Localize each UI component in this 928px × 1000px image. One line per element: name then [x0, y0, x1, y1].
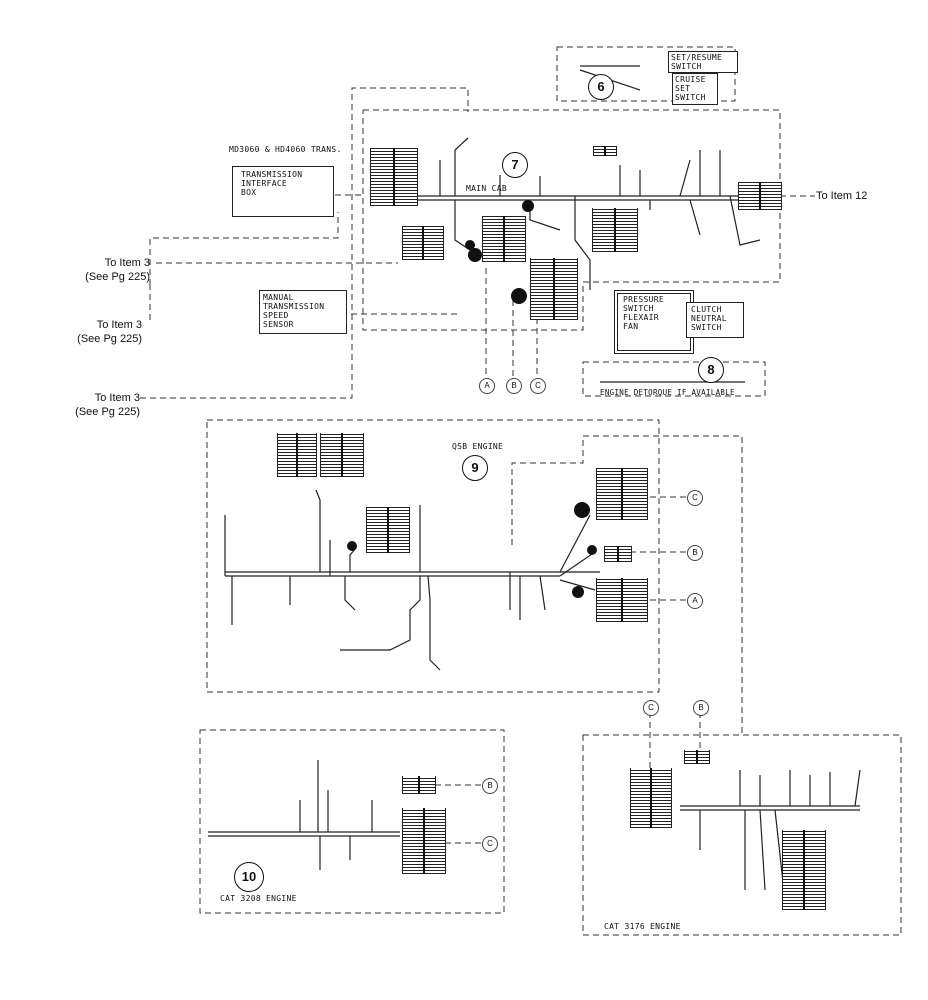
callout-to-item3-2: To Item 3 (See Pg 225) — [60, 318, 142, 346]
connector-block — [370, 148, 418, 206]
clutch-neutral-switch-box: CLUTCH NEUTRAL SWITCH — [686, 302, 744, 338]
item-10-badge: 10 — [234, 862, 264, 892]
connector-divider — [503, 216, 505, 262]
connector-divider — [650, 768, 652, 828]
connector-letter-b-qsb: B — [687, 545, 703, 561]
item-7-badge: 7 — [502, 152, 528, 178]
cruise-set-switch-label: CRUISE SET SWITCH — [672, 73, 718, 105]
connector-divider — [296, 433, 298, 477]
connector-block — [782, 830, 826, 910]
cat-3176-engine-label: CAT 3176 ENGINE — [604, 922, 681, 931]
connector-letter-a-cab: A — [479, 378, 495, 394]
connector-divider — [696, 750, 698, 764]
connector-letter-c-3208: C — [482, 836, 498, 852]
connector-block — [277, 433, 317, 477]
connector-block — [596, 578, 648, 622]
engine-detorque-label: ENGINE DETORQUE IF AVAILABLE — [600, 388, 735, 397]
grommet-icon — [347, 541, 357, 551]
connector-divider — [393, 148, 395, 206]
connector-block — [630, 768, 672, 828]
connector-letter-c-cab: C — [530, 378, 546, 394]
transmission-header: MD3060 & HD4060 TRANS. — [229, 145, 342, 154]
connector-block — [684, 750, 710, 764]
grommet-icon — [511, 288, 527, 304]
cat-3208-engine-label: CAT 3208 ENGINE — [220, 894, 297, 903]
main-cab-label: MAIN CAB — [466, 184, 507, 193]
connector-block — [738, 182, 782, 210]
connector-divider — [604, 146, 606, 156]
connector-divider — [422, 226, 424, 260]
connector-divider — [803, 830, 805, 910]
connector-letter-b-3176: B — [693, 700, 709, 716]
connector-divider — [341, 433, 343, 477]
connector-block — [402, 808, 446, 874]
connector-block — [604, 546, 632, 562]
connector-divider — [617, 546, 619, 562]
connector-block — [530, 258, 578, 320]
connector-divider — [387, 507, 389, 553]
connector-block — [320, 433, 364, 477]
callout-to-item3-3-page: (See Pg 225) — [75, 406, 140, 418]
grommet-icon — [522, 200, 534, 212]
callout-to-item12: To Item 12 — [816, 190, 868, 202]
grommet-icon — [574, 502, 590, 518]
connector-divider — [621, 578, 623, 622]
connector-block — [592, 208, 638, 252]
connector-divider — [423, 808, 425, 874]
callout-to-item3-3: To Item 3 (See Pg 225) — [60, 391, 140, 419]
connector-divider — [418, 776, 420, 794]
connector-divider — [614, 208, 616, 252]
manual-transmission-speed-sensor: MANUAL TRANSMISSION SPEED SENSOR — [259, 290, 347, 334]
connector-block — [596, 468, 648, 520]
callout-to-item3-2-title: To Item 3 — [96, 319, 142, 331]
connector-letter-c-qsb: C — [687, 490, 703, 506]
connector-divider — [553, 258, 555, 320]
transmission-interface-box: TRANSMISSION INTERFACE BOX — [232, 166, 334, 217]
grommet-icon — [587, 545, 597, 555]
item-8-badge: 8 — [698, 357, 724, 383]
connector-block — [402, 776, 436, 794]
qsb-engine-label: QSB ENGINE — [452, 442, 504, 451]
connector-block — [593, 146, 617, 156]
grommet-icon — [465, 240, 475, 250]
item-6-badge: 6 — [588, 74, 614, 100]
callout-to-item3-3-title: To Item 3 — [94, 392, 140, 404]
item-9-badge: 9 — [462, 455, 488, 481]
callout-to-item3-1-title: To Item 3 — [104, 257, 150, 269]
callout-to-item3-2-page: (See Pg 225) — [77, 333, 142, 345]
grommet-icon — [468, 248, 482, 262]
connector-letter-c-3176: C — [643, 700, 659, 716]
connector-divider — [621, 468, 623, 520]
connector-letter-b-cab: B — [506, 378, 522, 394]
connector-block — [482, 216, 526, 262]
pressure-switch-flexair-fan-box: PRESSURE SWITCH FLEXAIR FAN — [614, 290, 694, 354]
grommet-icon — [572, 586, 584, 598]
callout-to-item3-1: To Item 3 (See Pg 225) — [60, 256, 150, 284]
set-resume-switch-label: SET/RESUME SWITCH — [668, 51, 738, 73]
connector-divider — [759, 182, 761, 210]
connector-block — [402, 226, 444, 260]
connector-letter-a-qsb: A — [687, 593, 703, 609]
connector-block — [366, 507, 410, 553]
connector-letter-b-3208: B — [482, 778, 498, 794]
callout-to-item3-1-page: (See Pg 225) — [85, 271, 150, 283]
